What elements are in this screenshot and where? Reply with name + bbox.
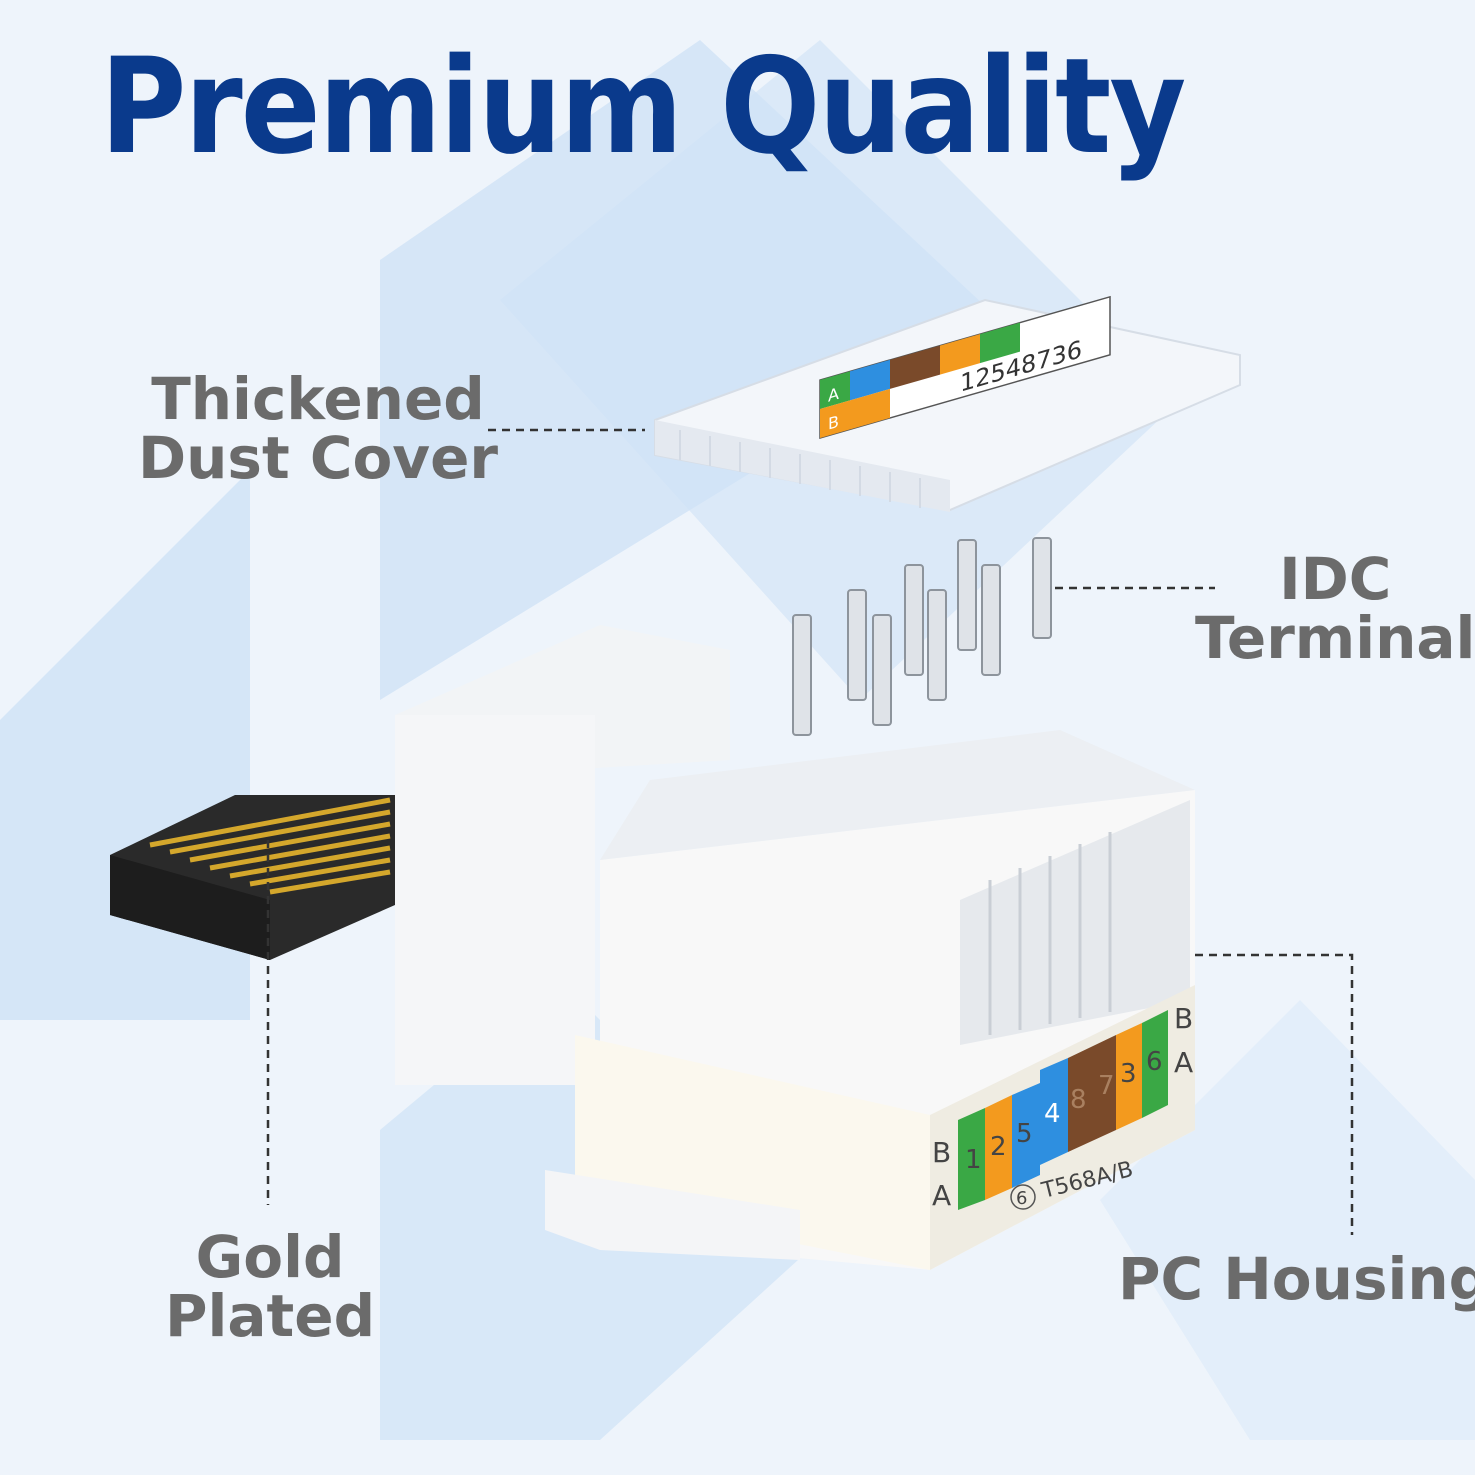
label-gold-plated: Gold Plated xyxy=(165,1223,376,1351)
label-dust-cover-line2: Dust Cover xyxy=(138,424,499,493)
housing-row-a-right: A xyxy=(1174,1046,1193,1079)
label-pc-housing: PC Housing xyxy=(1118,1245,1475,1313)
label-gold-line1: Gold xyxy=(195,1223,345,1291)
housing-pin-7: 7 xyxy=(1098,1071,1115,1101)
cover-row-a: A xyxy=(828,384,840,406)
label-dust-cover-line1: Thickened xyxy=(151,365,485,433)
housing-wiring-print: B A B A 1 2 5 4 8 7 3 6 6 T568A/B xyxy=(932,1002,1193,1212)
page-title: Premium Quality xyxy=(100,28,1186,184)
housing-row-a: A xyxy=(932,1179,951,1212)
gold-plated-contacts xyxy=(110,795,395,960)
housing-row-b: B xyxy=(932,1136,951,1169)
housing-pin-1: 1 xyxy=(965,1145,982,1175)
cover-row-b: B xyxy=(828,412,839,434)
housing-pin-4: 4 xyxy=(1044,1099,1061,1129)
label-idc-line2: Terminal xyxy=(1195,604,1475,673)
housing-pin-6: 6 xyxy=(1146,1047,1163,1077)
label-gold-line2: Plated xyxy=(165,1282,376,1351)
housing-pin-8: 8 xyxy=(1070,1085,1087,1115)
housing-row-b-right: B xyxy=(1174,1002,1193,1035)
label-thickened-dust-cover: Thickened Dust Cover xyxy=(138,365,499,493)
idc-terminals xyxy=(792,537,1052,736)
dust-cover: 12548736 A B xyxy=(654,295,1241,512)
leader-lines xyxy=(266,428,1354,1235)
housing-pin-2: 2 xyxy=(990,1132,1007,1162)
label-idc-terminal: IDC Terminal xyxy=(1195,545,1475,673)
label-idc-line1: IDC xyxy=(1279,545,1392,613)
housing-pin-3: 3 xyxy=(1120,1059,1137,1089)
housing-category: 6 xyxy=(1016,1188,1027,1209)
housing-pin-5: 5 xyxy=(1016,1119,1033,1149)
